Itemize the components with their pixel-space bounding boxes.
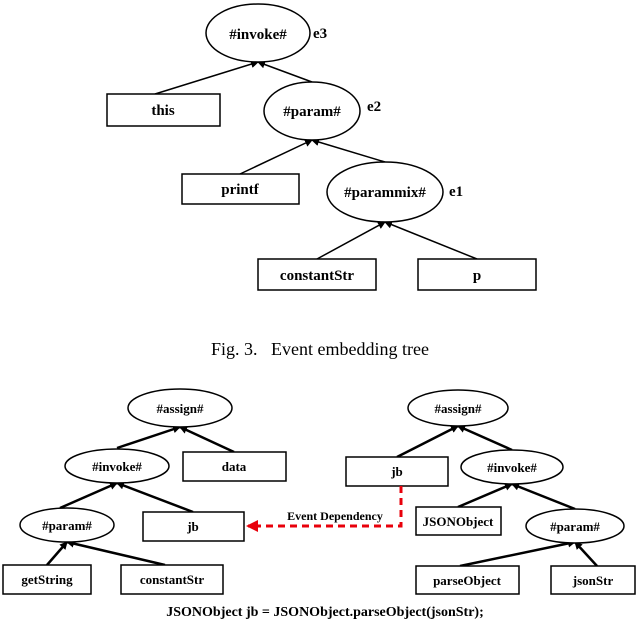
edge-br-jsonstr-param	[574, 541, 598, 567]
node-br-param-ellipse	[525, 508, 625, 544]
edge-bl-getstring-param	[46, 541, 68, 566]
node-p-box	[417, 258, 537, 291]
node-br-param-label: #param#	[550, 519, 600, 534]
node-bl-getstring-box	[2, 564, 92, 595]
node-br-assign-label: #assign#	[435, 401, 482, 416]
node-param-label: #param#	[283, 104, 341, 120]
node-bl-invoke-ellipse	[64, 448, 170, 484]
node-br-parseobject-label: parseObject	[433, 573, 502, 588]
node-bl-invoke-label: #invoke#	[92, 459, 142, 474]
bottom-right-tree: #assign# jb #invoke# JSONObject #param# …	[345, 389, 636, 595]
node-param-ellipse	[263, 81, 361, 141]
node-invoke-label: #invoke#	[229, 27, 287, 43]
node-bl-jb-box	[142, 511, 245, 542]
node-invoke-ellipse	[205, 3, 311, 63]
node-bl-data-box	[182, 451, 287, 482]
node-bl-assign-ellipse	[127, 388, 233, 428]
node-br-invoke-ellipse	[460, 449, 564, 485]
node-this-label: this	[151, 103, 175, 119]
edge-constantstr-parammix	[316, 221, 386, 260]
edge-parammix-param	[311, 138, 386, 163]
edge-br-parseobject-param	[459, 539, 576, 568]
node-printf-box	[181, 173, 300, 205]
node-bl-param-label: #param#	[42, 518, 92, 533]
node-p-label: p	[473, 268, 481, 284]
node-bl-data-label: data	[222, 459, 247, 474]
edge-param-invoke	[257, 60, 313, 83]
event-dependency-label: Event Dependency	[287, 509, 383, 523]
node-printf-label: printf	[221, 182, 260, 198]
edge-br-invoke-assign	[457, 424, 513, 452]
code-line: JSONObject jb = JSONObject.parseObject(j…	[166, 605, 484, 620]
node-bl-constantstr-box	[120, 564, 224, 595]
node-invoke-tag: e3	[313, 26, 327, 42]
edge-bl-jb-invoke	[116, 481, 194, 514]
edge-p-parammix	[384, 220, 478, 260]
figure-caption: Fig. 3. Event embedding tree	[211, 339, 429, 359]
node-parammix-ellipse	[326, 161, 444, 223]
edge-bl-invoke-assign	[116, 425, 181, 450]
node-param-tag: e2	[367, 99, 381, 115]
node-br-jsonobject-box	[415, 506, 502, 536]
node-br-invoke-label: #invoke#	[487, 460, 537, 475]
node-constantstr-box	[257, 258, 377, 291]
node-this-box	[106, 93, 221, 127]
edge-bl-data-assign	[179, 425, 235, 454]
node-bl-param-ellipse	[19, 507, 115, 543]
top-tree: #invoke# e3 this #param# e2 printf #para…	[106, 3, 537, 291]
node-br-jsonobject-label: JSONObject	[423, 514, 494, 529]
node-br-jb-box	[345, 456, 449, 487]
bottom-left-tree: #assign# #invoke# data #param# jb getStr…	[2, 388, 287, 595]
node-bl-getstring-label: getString	[21, 572, 73, 587]
node-br-jsonstr-box	[550, 565, 636, 595]
node-parammix-label: #parammix#	[344, 185, 426, 201]
event-dependency: Event Dependency	[246, 486, 403, 532]
edge-br-param-invoke	[511, 482, 576, 511]
node-br-assign-ellipse	[407, 389, 509, 427]
node-br-parseobject-box	[415, 565, 520, 595]
edge-br-jsonobject-invoke	[457, 482, 513, 509]
edge-bl-constantstr-param	[66, 539, 166, 567]
edge-br-jb-assign	[396, 424, 459, 459]
node-br-jsonstr-label: jsonStr	[572, 573, 614, 588]
node-br-jb-label: jb	[390, 464, 403, 479]
edge-printf-param	[239, 139, 313, 175]
edge-this-invoke	[154, 60, 259, 95]
event-dependency-arrow	[246, 486, 403, 532]
node-bl-constantstr-label: constantStr	[140, 572, 205, 587]
node-bl-assign-label: #assign#	[157, 401, 204, 416]
node-parammix-tag: e1	[449, 184, 463, 200]
edge-bl-param-invoke	[59, 481, 118, 510]
node-constantstr-label: constantStr	[280, 268, 355, 284]
node-bl-jb-label: jb	[186, 519, 199, 534]
